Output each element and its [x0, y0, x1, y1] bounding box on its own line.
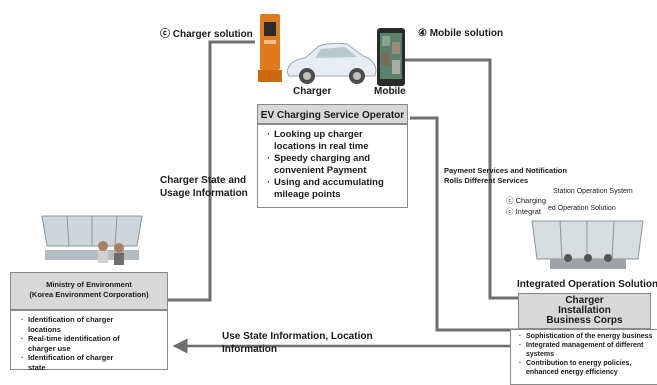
ministry-box: Identification of charger locations Real… [10, 310, 168, 372]
charger-label: Charger [293, 86, 332, 97]
business-title-line2: Installation [558, 305, 611, 316]
ministry-list: Identification of charger locations Real… [21, 315, 131, 372]
mobile-phone-illustration [377, 28, 405, 86]
station-operation-label: Station Operation System [553, 188, 633, 195]
integrated-operation-title: Integrated Operation Solution [517, 279, 657, 290]
operation-solution-fragment: ed Operation Solution [548, 205, 616, 212]
mobile-solution-label: ④ Mobile solution [418, 28, 504, 39]
ministry-title-line2: (Korea Environment Corporation) [29, 290, 149, 299]
use-state-label: Use State Information, Location Informat… [222, 331, 373, 355]
business-title-line3: Business Corps [546, 315, 623, 326]
operator-item: Looking up charger locations in real tim… [267, 129, 403, 153]
operator-box: Looking up charger locations in real tim… [257, 124, 408, 208]
different-services-label: Rolls Different Services [444, 176, 529, 185]
control-room-illustration [37, 208, 147, 270]
mobile-label: Mobile [374, 86, 406, 97]
payment-services-label: Payment Services and Notification [444, 166, 567, 175]
integrated-operation-illustration [530, 215, 645, 275]
charging-fragment-label: ⓒ Charging [506, 196, 547, 205]
operator-title: EV Charging Service Operator [260, 110, 405, 121]
business-item: Sophistication of the energy business [519, 332, 655, 341]
business-header: Charger Installation Business Corps [518, 293, 651, 329]
operator-item: Using and accumulating mileage points [267, 177, 403, 201]
ev-car-illustration [283, 40, 379, 86]
charger-solution-label: ⓒ Charger solution [160, 29, 253, 40]
ministry-header: Ministry of Environment (Korea Environme… [10, 272, 168, 310]
business-item: Integrated management of different syste… [519, 341, 655, 359]
ministry-item: Real-time identification of charger use [21, 334, 131, 353]
business-title-line1: Charger [565, 295, 604, 306]
ministry-item: Identification of charger locations [21, 315, 131, 334]
line-charger-to-ministry [150, 40, 255, 302]
charger-station-illustration [257, 14, 283, 84]
line-mobile-to-business [405, 58, 518, 300]
business-item: Contribution to energy policies, enhance… [519, 359, 655, 377]
operator-list: Looking up charger locations in real tim… [267, 129, 403, 201]
ministry-item: Identification of charger state [21, 353, 131, 372]
operator-header: EV Charging Service Operator [257, 104, 408, 124]
operator-item: Speedy charging and convenient Payment [267, 153, 403, 177]
integrat-fragment-label: ⓒ Integrat [506, 207, 542, 216]
business-list: Sophistication of the energy business In… [519, 332, 655, 377]
line-operator-to-business [410, 116, 518, 332]
ministry-title-line1: Ministry of Environment [46, 280, 132, 289]
charger-state-label: Charger State and Usage Information [160, 175, 248, 199]
business-box: Sophistication of the energy business In… [510, 329, 657, 385]
